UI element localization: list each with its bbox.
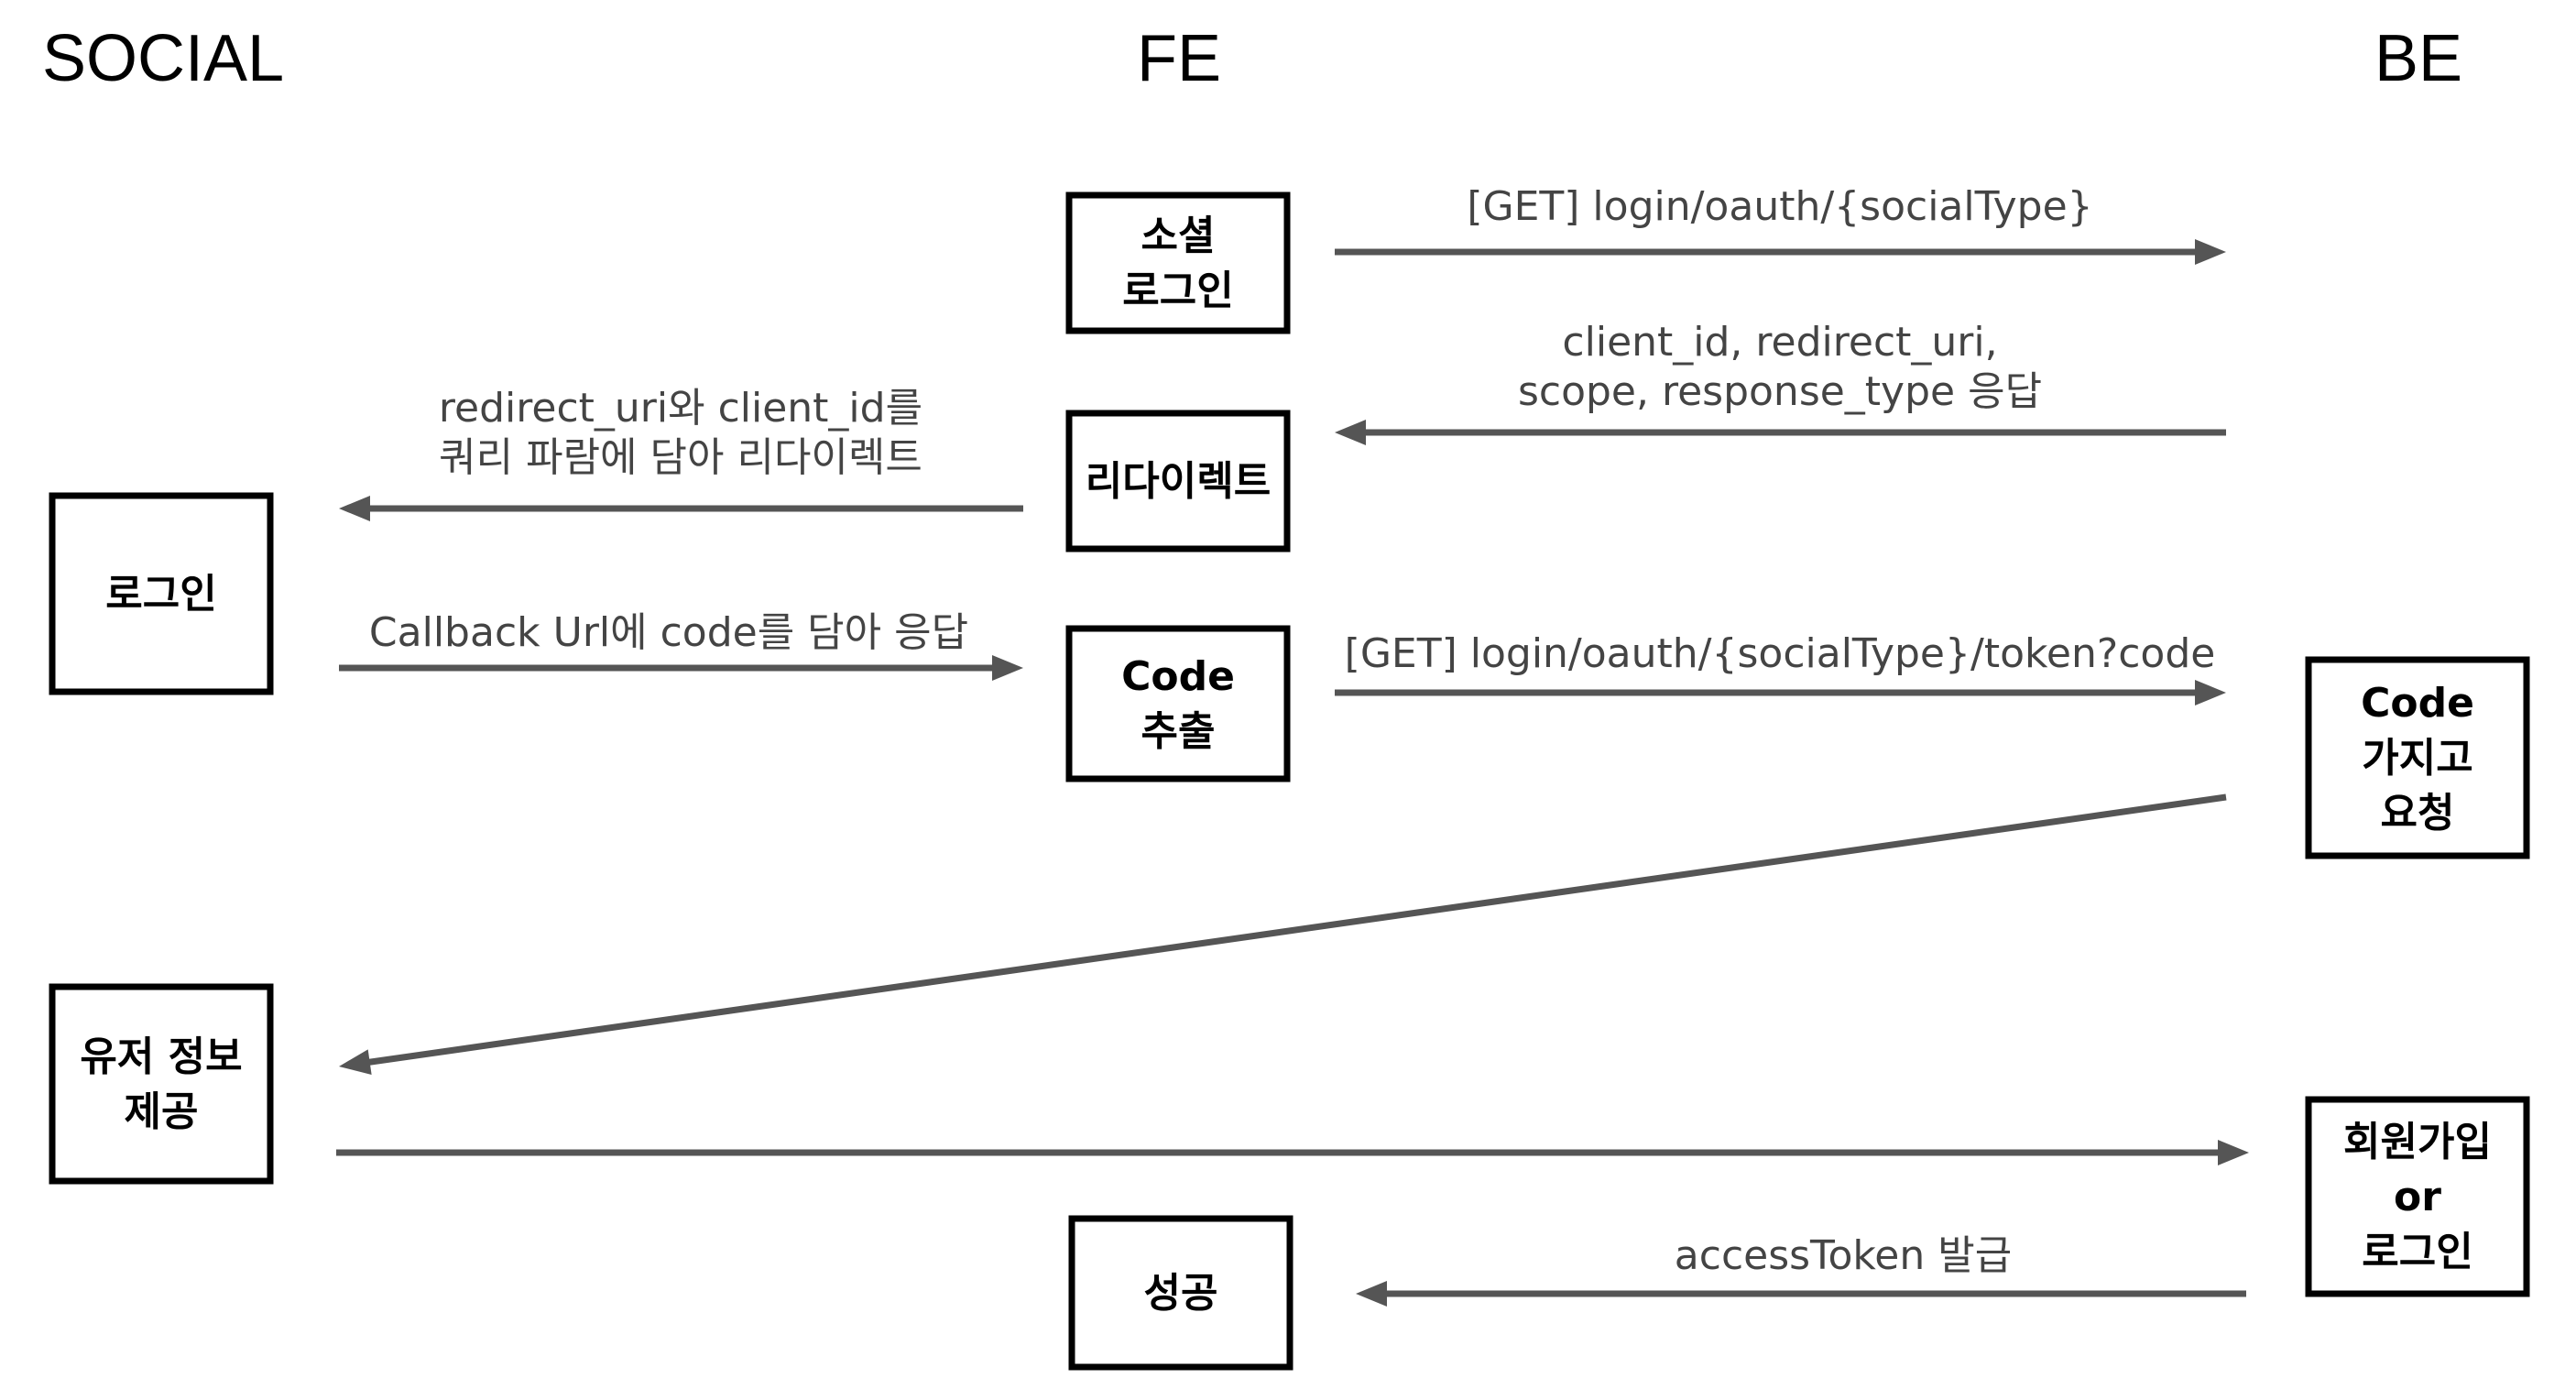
- box-signup-or-login: [2305, 1096, 2530, 1297]
- edge-label-issue-token: accessToken 발급: [1675, 1232, 2012, 1279]
- arrowhead-get-oauth: [2195, 239, 2226, 265]
- edges: [GET] login/oauth/{socialType} client_id,…: [336, 183, 2249, 1307]
- node-login: 로그인: [49, 492, 274, 695]
- box-label-signup-or-login: or: [2394, 1174, 2441, 1220]
- box-label-social-login: 로그인: [1122, 268, 1233, 314]
- box-label-user-info: 유저 정보: [80, 1034, 242, 1080]
- box-redirect: [1065, 410, 1291, 552]
- lane-titles: SOCIAL FE BE: [42, 22, 2462, 95]
- box-label-code-request: Code: [2361, 680, 2474, 727]
- edge-label-redirect-to-social: 쿼리 파람에 담아 리다이렉트: [439, 434, 922, 481]
- arrowhead-be-response: [1335, 420, 1366, 445]
- arrowhead-callback: [992, 655, 1023, 681]
- arrowhead-get-token: [2195, 680, 2226, 705]
- edge-get-oauth: [GET] login/oauth/{socialType}: [1335, 183, 2226, 265]
- edge-provide-user: [336, 1140, 2249, 1165]
- arrowhead-provide-user: [2218, 1140, 2249, 1165]
- node-signup-or-login: 회원가입 or 로그인: [2305, 1096, 2530, 1297]
- box-label-code-request: 가지고: [2362, 735, 2472, 782]
- box-code-request: [2305, 656, 2530, 859]
- box-label-signup-or-login: 로그인: [2362, 1229, 2472, 1275]
- arrowhead-redirect-to-social: [339, 496, 370, 521]
- box-login: [49, 492, 274, 695]
- box-success: [1068, 1215, 1293, 1371]
- node-redirect: 리다이렉트: [1065, 410, 1291, 552]
- node-code-extract: Code 추출: [1065, 625, 1291, 782]
- edge-get-token: [GET] login/oauth/{socialType}/token?cod…: [1335, 630, 2226, 705]
- edge-label-get-token: [GET] login/oauth/{socialType}/token?cod…: [1345, 630, 2216, 677]
- edge-label-callback: Callback Url에 code를 담아 응답: [369, 609, 968, 656]
- edge-label-be-response: scope, response_type 응답: [1518, 368, 2042, 415]
- box-label-code-request: 요청: [2381, 790, 2455, 837]
- edge-callback: Callback Url에 code를 담아 응답: [339, 609, 1023, 681]
- box-code-extract: [1065, 625, 1291, 782]
- box-label-social-login: 소셜: [1141, 213, 1216, 259]
- lane-title-be: BE: [2374, 22, 2462, 95]
- edge-label-be-response: client_id, redirect_uri,: [1562, 319, 1997, 366]
- box-label-redirect: 리다이렉트: [1086, 458, 1271, 505]
- box-social-login: [1065, 191, 1291, 334]
- edge-label-redirect-to-social: redirect_uri와 client_id를: [439, 385, 922, 432]
- arrowhead-request-user: [339, 1049, 372, 1076]
- lane-title-fe: FE: [1137, 22, 1221, 95]
- box-user-info: [49, 983, 274, 1185]
- edge-line-request-user: [366, 793, 2227, 1066]
- box-label-signup-or-login: 회원가입: [2343, 1119, 2492, 1165]
- arrowhead-issue-token: [1356, 1281, 1387, 1307]
- box-label-code-extract: 추출: [1141, 708, 1216, 755]
- edge-request-user: [339, 793, 2227, 1076]
- box-label-code-extract: Code: [1121, 653, 1235, 700]
- edge-label-get-oauth: [GET] login/oauth/{socialType}: [1467, 183, 2092, 230]
- node-success: 성공: [1068, 1215, 1293, 1371]
- edge-issue-token: accessToken 발급: [1356, 1232, 2246, 1307]
- lane-title-social: SOCIAL: [42, 22, 284, 95]
- edge-be-response: client_id, redirect_uri,scope, response_…: [1335, 319, 2226, 445]
- box-label-user-info: 제공: [125, 1088, 199, 1135]
- box-label-login: 로그인: [105, 571, 216, 618]
- box-label-success: 성공: [1144, 1270, 1218, 1317]
